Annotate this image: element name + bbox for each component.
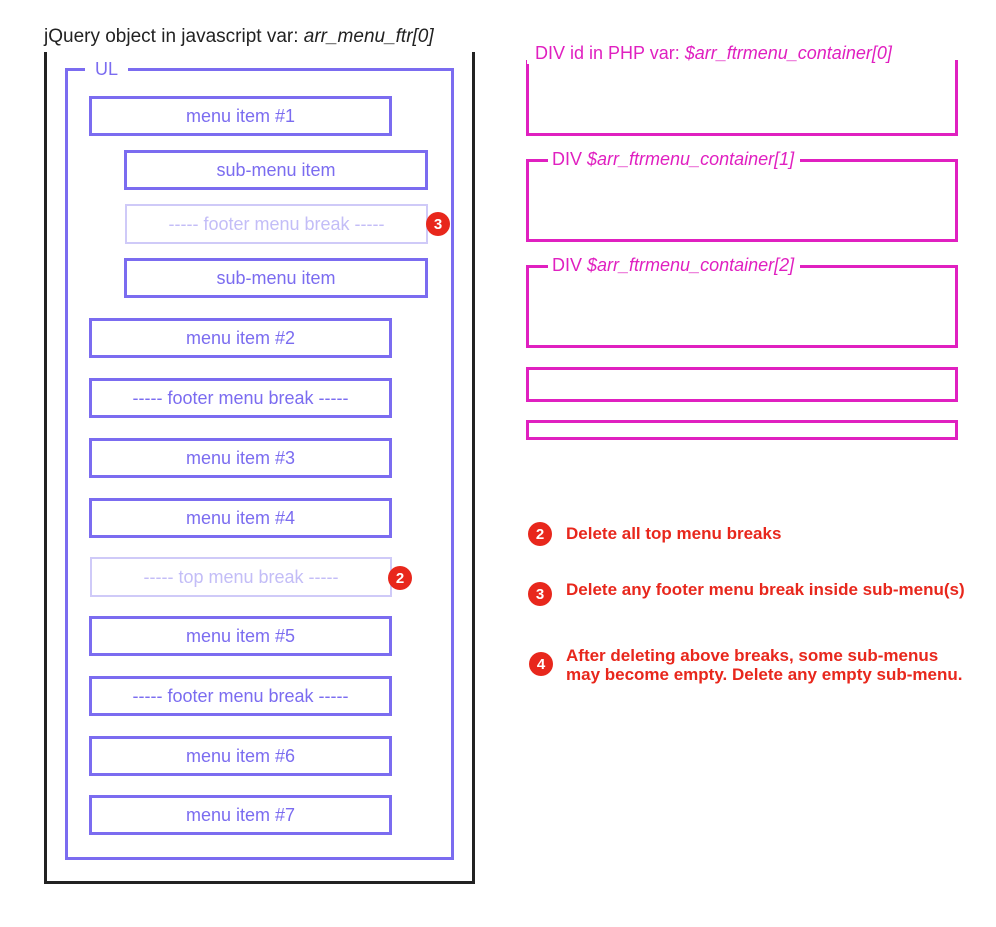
ftrmenu-container-2-var: $arr_ftrmenu_container[2] bbox=[587, 255, 795, 275]
ul-label: UL bbox=[85, 58, 129, 80]
note-4-badge: 4 bbox=[529, 652, 553, 676]
ul-frame bbox=[65, 68, 454, 860]
note-2-text: Delete all top menu breaks bbox=[566, 524, 782, 543]
menu-item-2: menu item #2 bbox=[89, 318, 392, 358]
step-3-badge: 3 bbox=[426, 212, 450, 236]
note-4-text: After deleting above breaks, some sub-me… bbox=[566, 646, 963, 684]
ftrmenu-container-3 bbox=[526, 367, 958, 402]
menu-item-3: menu item #3 bbox=[89, 438, 392, 478]
jquery-object-title-var: arr_menu_ftr[0] bbox=[303, 26, 434, 47]
menu-item-7: menu item #7 bbox=[89, 795, 392, 835]
sub-menu-item-2: sub-menu item bbox=[124, 258, 428, 298]
menu-item-5: menu item #5 bbox=[89, 616, 392, 656]
ftrmenu-container-0 bbox=[526, 60, 958, 136]
sub-menu-item-1: sub-menu item bbox=[124, 150, 428, 190]
ftrmenu-container-2-prefix: DIV bbox=[552, 255, 588, 275]
top-menu-break: ----- top menu break ----- bbox=[90, 557, 392, 597]
ftrmenu-container-1-var: $arr_ftrmenu_container[1] bbox=[587, 149, 795, 169]
ftrmenu-container-4 bbox=[526, 420, 958, 440]
note-3-badge: 3 bbox=[528, 582, 552, 606]
menu-item-1: menu item #1 bbox=[89, 96, 392, 136]
ftrmenu-container-2-label: DIV $arr_ftrmenu_container[2] bbox=[548, 254, 801, 276]
ftrmenu-container-1 bbox=[526, 159, 958, 242]
footer-menu-break-1: ----- footer menu break ----- bbox=[89, 378, 392, 418]
step-2-badge: 2 bbox=[388, 566, 412, 590]
ftrmenu-container-1-prefix: DIV bbox=[552, 149, 588, 169]
sub-footer-menu-break: ----- footer menu break ----- bbox=[125, 204, 428, 244]
ftrmenu-container-2 bbox=[526, 265, 958, 348]
ftrmenu-container-1-label: DIV $arr_ftrmenu_container[1] bbox=[548, 148, 801, 170]
note-3-text: Delete any footer menu break inside sub-… bbox=[566, 580, 965, 599]
jquery-object-title-prefix: jQuery object in javascript var: bbox=[44, 26, 304, 47]
footer-menu-break-2: ----- footer menu break ----- bbox=[89, 676, 392, 716]
jquery-object-frame bbox=[44, 52, 475, 884]
menu-item-6: menu item #6 bbox=[89, 736, 392, 776]
ftrmenu-container-0-prefix: DIV id in PHP var: bbox=[535, 43, 685, 63]
note-2-badge: 2 bbox=[528, 522, 552, 546]
ftrmenu-container-0-var: $arr_ftrmenu_container[0] bbox=[684, 43, 892, 63]
ftrmenu-container-0-label: DIV id in PHP var: $arr_ftrmenu_containe… bbox=[527, 42, 898, 64]
jquery-object-title: jQuery object in javascript var: arr_men… bbox=[44, 26, 434, 48]
menu-item-4: menu item #4 bbox=[89, 498, 392, 538]
